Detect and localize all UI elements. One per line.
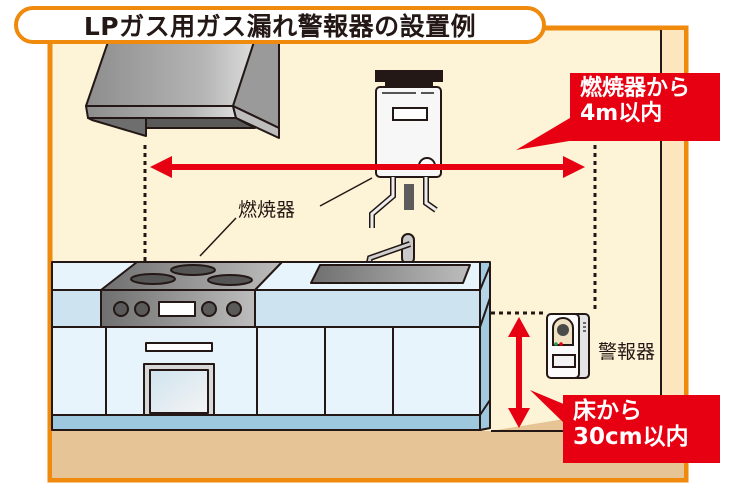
distance-callout-line1: 燃焼器から [580,76,691,101]
kitchen-counter [51,261,491,431]
height-double-arrow-icon [508,317,530,428]
burner-leader-line [199,217,237,257]
title-banner: LPガス用ガス漏れ警報器の設置例 [14,6,546,44]
height-callout: 床から 30cm以内 [563,395,720,463]
alarm-label: 警報器 [598,341,656,363]
height-callout-tail [530,390,566,425]
heater-leader-line [319,177,373,207]
page-title: LPガス用ガス漏れ警報器の設置例 [83,12,477,41]
height-callout-line2: 30cm以内 [573,423,689,450]
distance-callout: 燃焼器から 4m以内 [570,73,720,141]
height-callout-line1: 床から [573,398,642,424]
burner-label: 燃焼器 [238,199,296,221]
distance-callout-line2: 4m以内 [580,100,663,126]
distance-callout-tail [516,115,575,150]
sink-icon [310,264,471,284]
water-heater-icon [369,70,443,228]
gas-alarm-icon [546,313,590,379]
distance-double-arrow-icon [150,156,585,178]
range-hood-icon [85,41,280,139]
